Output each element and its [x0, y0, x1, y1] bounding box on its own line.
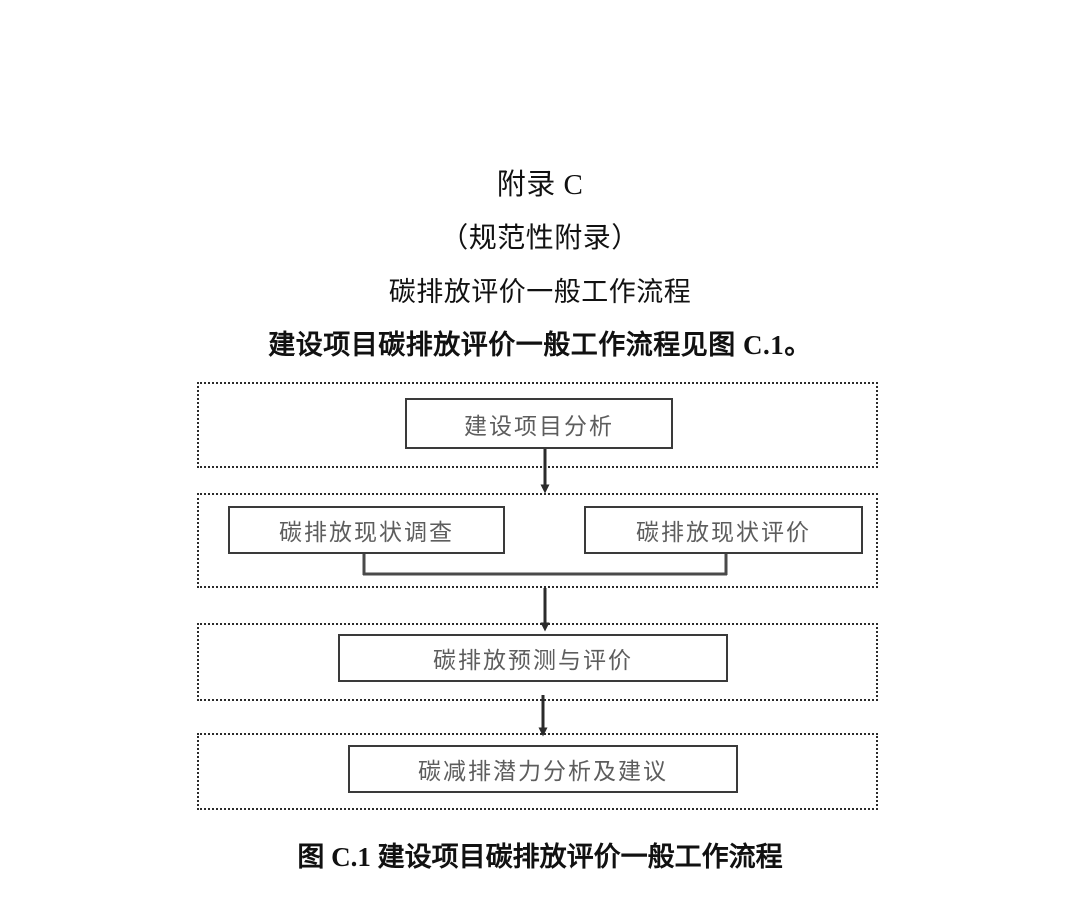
- appendix-subject-heading: 碳排放评价一般工作流程: [388, 277, 692, 307]
- figure-caption: 图 C.1 建设项目碳排放评价一般工作流程: [297, 842, 783, 872]
- intro-paragraph: 建设项目碳排放评价一般工作流程见图 C.1。: [268, 330, 812, 360]
- appendix-title: 附录 C: [496, 169, 584, 201]
- flow-node-emission-status-survey[interactable]: 碳排放现状调查: [228, 506, 505, 554]
- flow-node-reduction-potential-advice[interactable]: 碳减排潜力分析及建议: [348, 745, 738, 793]
- flow-stage-group-3: [197, 623, 878, 701]
- flow-node-emission-forecast-evaluation[interactable]: 碳排放预测与评价: [338, 634, 728, 682]
- flow-stage-group-4: [197, 733, 878, 810]
- flow-stage-group-1: [197, 382, 878, 468]
- flow-node-project-analysis[interactable]: 建设项目分析: [405, 398, 673, 449]
- appendix-kind-label: （规范性附录）: [440, 223, 640, 254]
- flow-stage-group-2: [197, 493, 878, 588]
- flow-node-emission-status-evaluation[interactable]: 碳排放现状评价: [584, 506, 863, 554]
